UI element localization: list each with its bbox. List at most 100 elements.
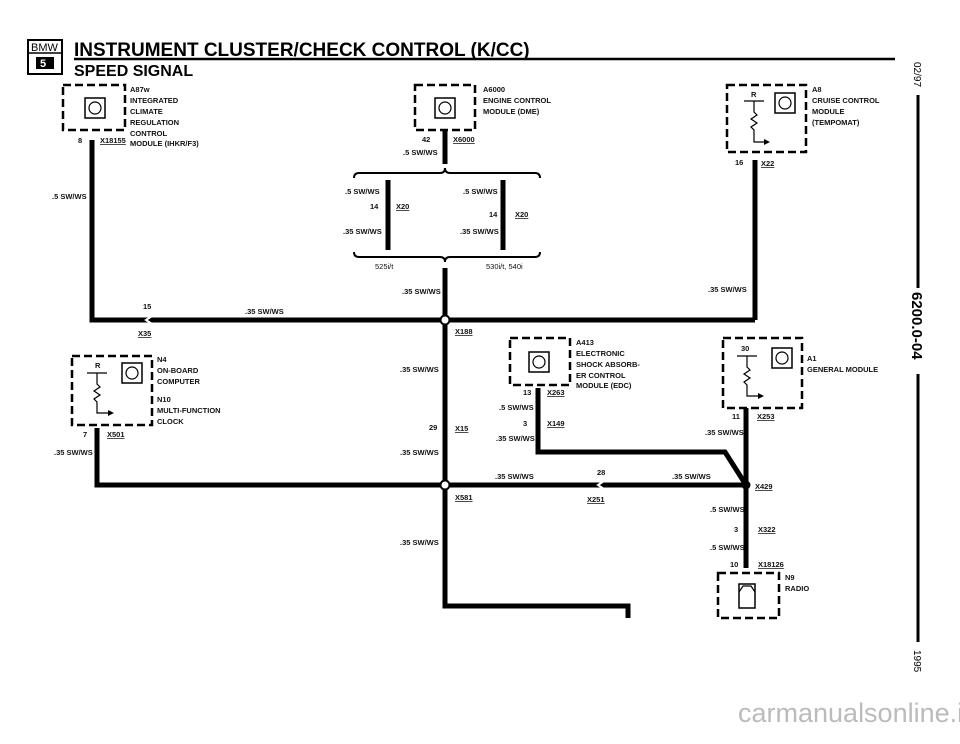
control-module-icon bbox=[121, 362, 143, 384]
page-title: INSTRUMENT CLUSTER/CHECK CONTROL (K/CC) bbox=[74, 40, 530, 61]
wire-label: .35 SW/WS bbox=[495, 472, 534, 481]
component-a413[interactable]: A413 ELECTRONIC SHOCK ABSORB- ER CONTROL… bbox=[508, 336, 640, 397]
svg-text:CONTROL: CONTROL bbox=[130, 129, 167, 138]
svg-text:ER CONTROL: ER CONTROL bbox=[576, 371, 626, 380]
connector-label: X20 bbox=[515, 210, 528, 219]
component-a6000[interactable]: A6000 ENGINE CONTROL MODULE (DME) 42 X60… bbox=[413, 83, 551, 144]
control-module-icon bbox=[528, 351, 550, 373]
pin-label: 14 bbox=[370, 202, 379, 211]
component-n9[interactable]: 10 X18126 N9 RADIO bbox=[716, 560, 809, 620]
svg-text:X18155: X18155 bbox=[100, 136, 126, 145]
svg-text:10: 10 bbox=[730, 560, 738, 569]
svg-text:MODULE: MODULE bbox=[812, 107, 845, 116]
variant-label: 525i/t bbox=[375, 262, 394, 271]
svg-text:A6000: A6000 bbox=[483, 85, 505, 94]
wire-label: .35 SW/WS bbox=[54, 448, 93, 457]
connector-label: X35 bbox=[138, 329, 151, 338]
svg-text:REGULATION: REGULATION bbox=[130, 118, 179, 127]
wire-label: .35 SW/WS bbox=[402, 287, 441, 296]
connector-label: X149 bbox=[547, 419, 565, 428]
svg-text:5: 5 bbox=[40, 58, 46, 70]
svg-text:N10: N10 bbox=[157, 395, 171, 404]
connector-label: X581 bbox=[455, 493, 473, 502]
wire-label: .5 SW/WS bbox=[463, 187, 498, 196]
wire-label: .5 SW/WS bbox=[710, 543, 745, 552]
svg-text:CLIMATE: CLIMATE bbox=[130, 107, 163, 116]
component-a1[interactable]: 30 A1 GENERAL MODULE 11 X253 bbox=[721, 336, 878, 421]
control-module-icon bbox=[434, 97, 456, 119]
svg-text:X22: X22 bbox=[761, 159, 774, 168]
svg-text:7: 7 bbox=[83, 430, 87, 439]
svg-text:X6000: X6000 bbox=[453, 135, 475, 144]
component-a87w[interactable]: A87w INTEGRATED CLIMATE REGULATION CONTR… bbox=[61, 83, 199, 148]
svg-text:R: R bbox=[751, 90, 757, 99]
svg-text:13: 13 bbox=[523, 388, 531, 397]
svg-text:X253: X253 bbox=[757, 412, 775, 421]
component-a8[interactable]: R A8 CRUISE CONTROL MODULE (TEMPOMAT) 16… bbox=[725, 83, 880, 168]
wire-label: .35 SW/WS bbox=[705, 428, 744, 437]
wire-label: .35 SW/WS bbox=[400, 448, 439, 457]
wire-label: .5 SW/WS bbox=[52, 192, 87, 201]
wire-label: .35 SW/WS bbox=[672, 472, 711, 481]
svg-text:X501: X501 bbox=[107, 430, 125, 439]
connector-label: X429 bbox=[755, 482, 773, 491]
wire-label: .35 SW/WS bbox=[496, 434, 535, 443]
page-subtitle: SPEED SIGNAL bbox=[74, 63, 193, 80]
radio-icon bbox=[738, 583, 756, 609]
svg-text:N4: N4 bbox=[157, 355, 167, 364]
bmw-logo: BMW 5 bbox=[27, 39, 63, 75]
svg-text:1995: 1995 bbox=[911, 650, 922, 673]
svg-text:ENGINE CONTROL: ENGINE CONTROL bbox=[483, 96, 551, 105]
wire-label: .5 SW/WS bbox=[499, 403, 534, 412]
svg-text:42: 42 bbox=[422, 135, 430, 144]
svg-text:8: 8 bbox=[78, 136, 82, 145]
wires bbox=[89, 130, 758, 618]
svg-text:X18126: X18126 bbox=[758, 560, 784, 569]
svg-text:CRUISE CONTROL: CRUISE CONTROL bbox=[812, 96, 880, 105]
svg-text:MODULE (EDC): MODULE (EDC) bbox=[576, 381, 632, 390]
pin-label: 15 bbox=[143, 302, 151, 311]
svg-text:02/97: 02/97 bbox=[911, 62, 922, 87]
component-n4[interactable]: R N4 ON-BOARD COMPUTER N10 MULTI-FUNCTIO… bbox=[70, 354, 221, 439]
svg-text:11: 11 bbox=[732, 412, 740, 421]
control-module-icon bbox=[84, 97, 106, 119]
svg-text:MULTI-FUNCTION: MULTI-FUNCTION bbox=[157, 406, 221, 415]
svg-text:SHOCK ABSORB-: SHOCK ABSORB- bbox=[576, 360, 640, 369]
svg-text:30: 30 bbox=[741, 344, 749, 353]
connector-label: X20 bbox=[396, 202, 409, 211]
svg-text:CLOCK: CLOCK bbox=[157, 417, 184, 426]
pin-label: 29 bbox=[429, 423, 437, 432]
wire-label: .5 SW/WS bbox=[710, 505, 745, 514]
watermark: carmanualsonline.info bbox=[738, 698, 960, 728]
wire-label: .35 SW/WS bbox=[400, 538, 439, 547]
svg-text:ON-BOARD: ON-BOARD bbox=[157, 366, 199, 375]
svg-text:A8: A8 bbox=[812, 85, 822, 94]
connector-label: X322 bbox=[758, 525, 776, 534]
svg-text:(TEMPOMAT): (TEMPOMAT) bbox=[812, 118, 860, 127]
wire-label: .5 SW/WS bbox=[345, 187, 380, 196]
svg-text:MODULE (IHKR/F3): MODULE (IHKR/F3) bbox=[130, 139, 199, 148]
svg-text:RADIO: RADIO bbox=[785, 584, 809, 593]
wire-label: .35 SW/WS bbox=[400, 365, 439, 374]
wire-label: .35 SW/WS bbox=[460, 227, 499, 236]
svg-text:R: R bbox=[95, 361, 101, 370]
pin-label: 28 bbox=[597, 468, 605, 477]
control-module-icon bbox=[774, 92, 796, 114]
svg-text:INTEGRATED: INTEGRATED bbox=[130, 96, 179, 105]
svg-text:X263: X263 bbox=[547, 388, 565, 397]
margin-strip: 02/97 6200.0-04 1995 bbox=[908, 62, 925, 673]
control-module-icon bbox=[771, 347, 793, 369]
svg-text:6200.0-04: 6200.0-04 bbox=[908, 292, 925, 360]
wire-label: .35 SW/WS bbox=[343, 227, 382, 236]
wire-label: .35 SW/WS bbox=[708, 285, 747, 294]
connector-label: X15 bbox=[455, 424, 468, 433]
wire-label: .5 SW/WS bbox=[403, 148, 438, 157]
svg-text:A413: A413 bbox=[576, 338, 594, 347]
svg-text:A87w: A87w bbox=[130, 85, 150, 94]
svg-text:ELECTRONIC: ELECTRONIC bbox=[576, 349, 625, 358]
svg-text:16: 16 bbox=[735, 158, 743, 167]
pin-label: 3 bbox=[734, 525, 738, 534]
variant-label: 530i/t, 540i bbox=[486, 262, 523, 271]
connector-label: X251 bbox=[587, 495, 605, 504]
